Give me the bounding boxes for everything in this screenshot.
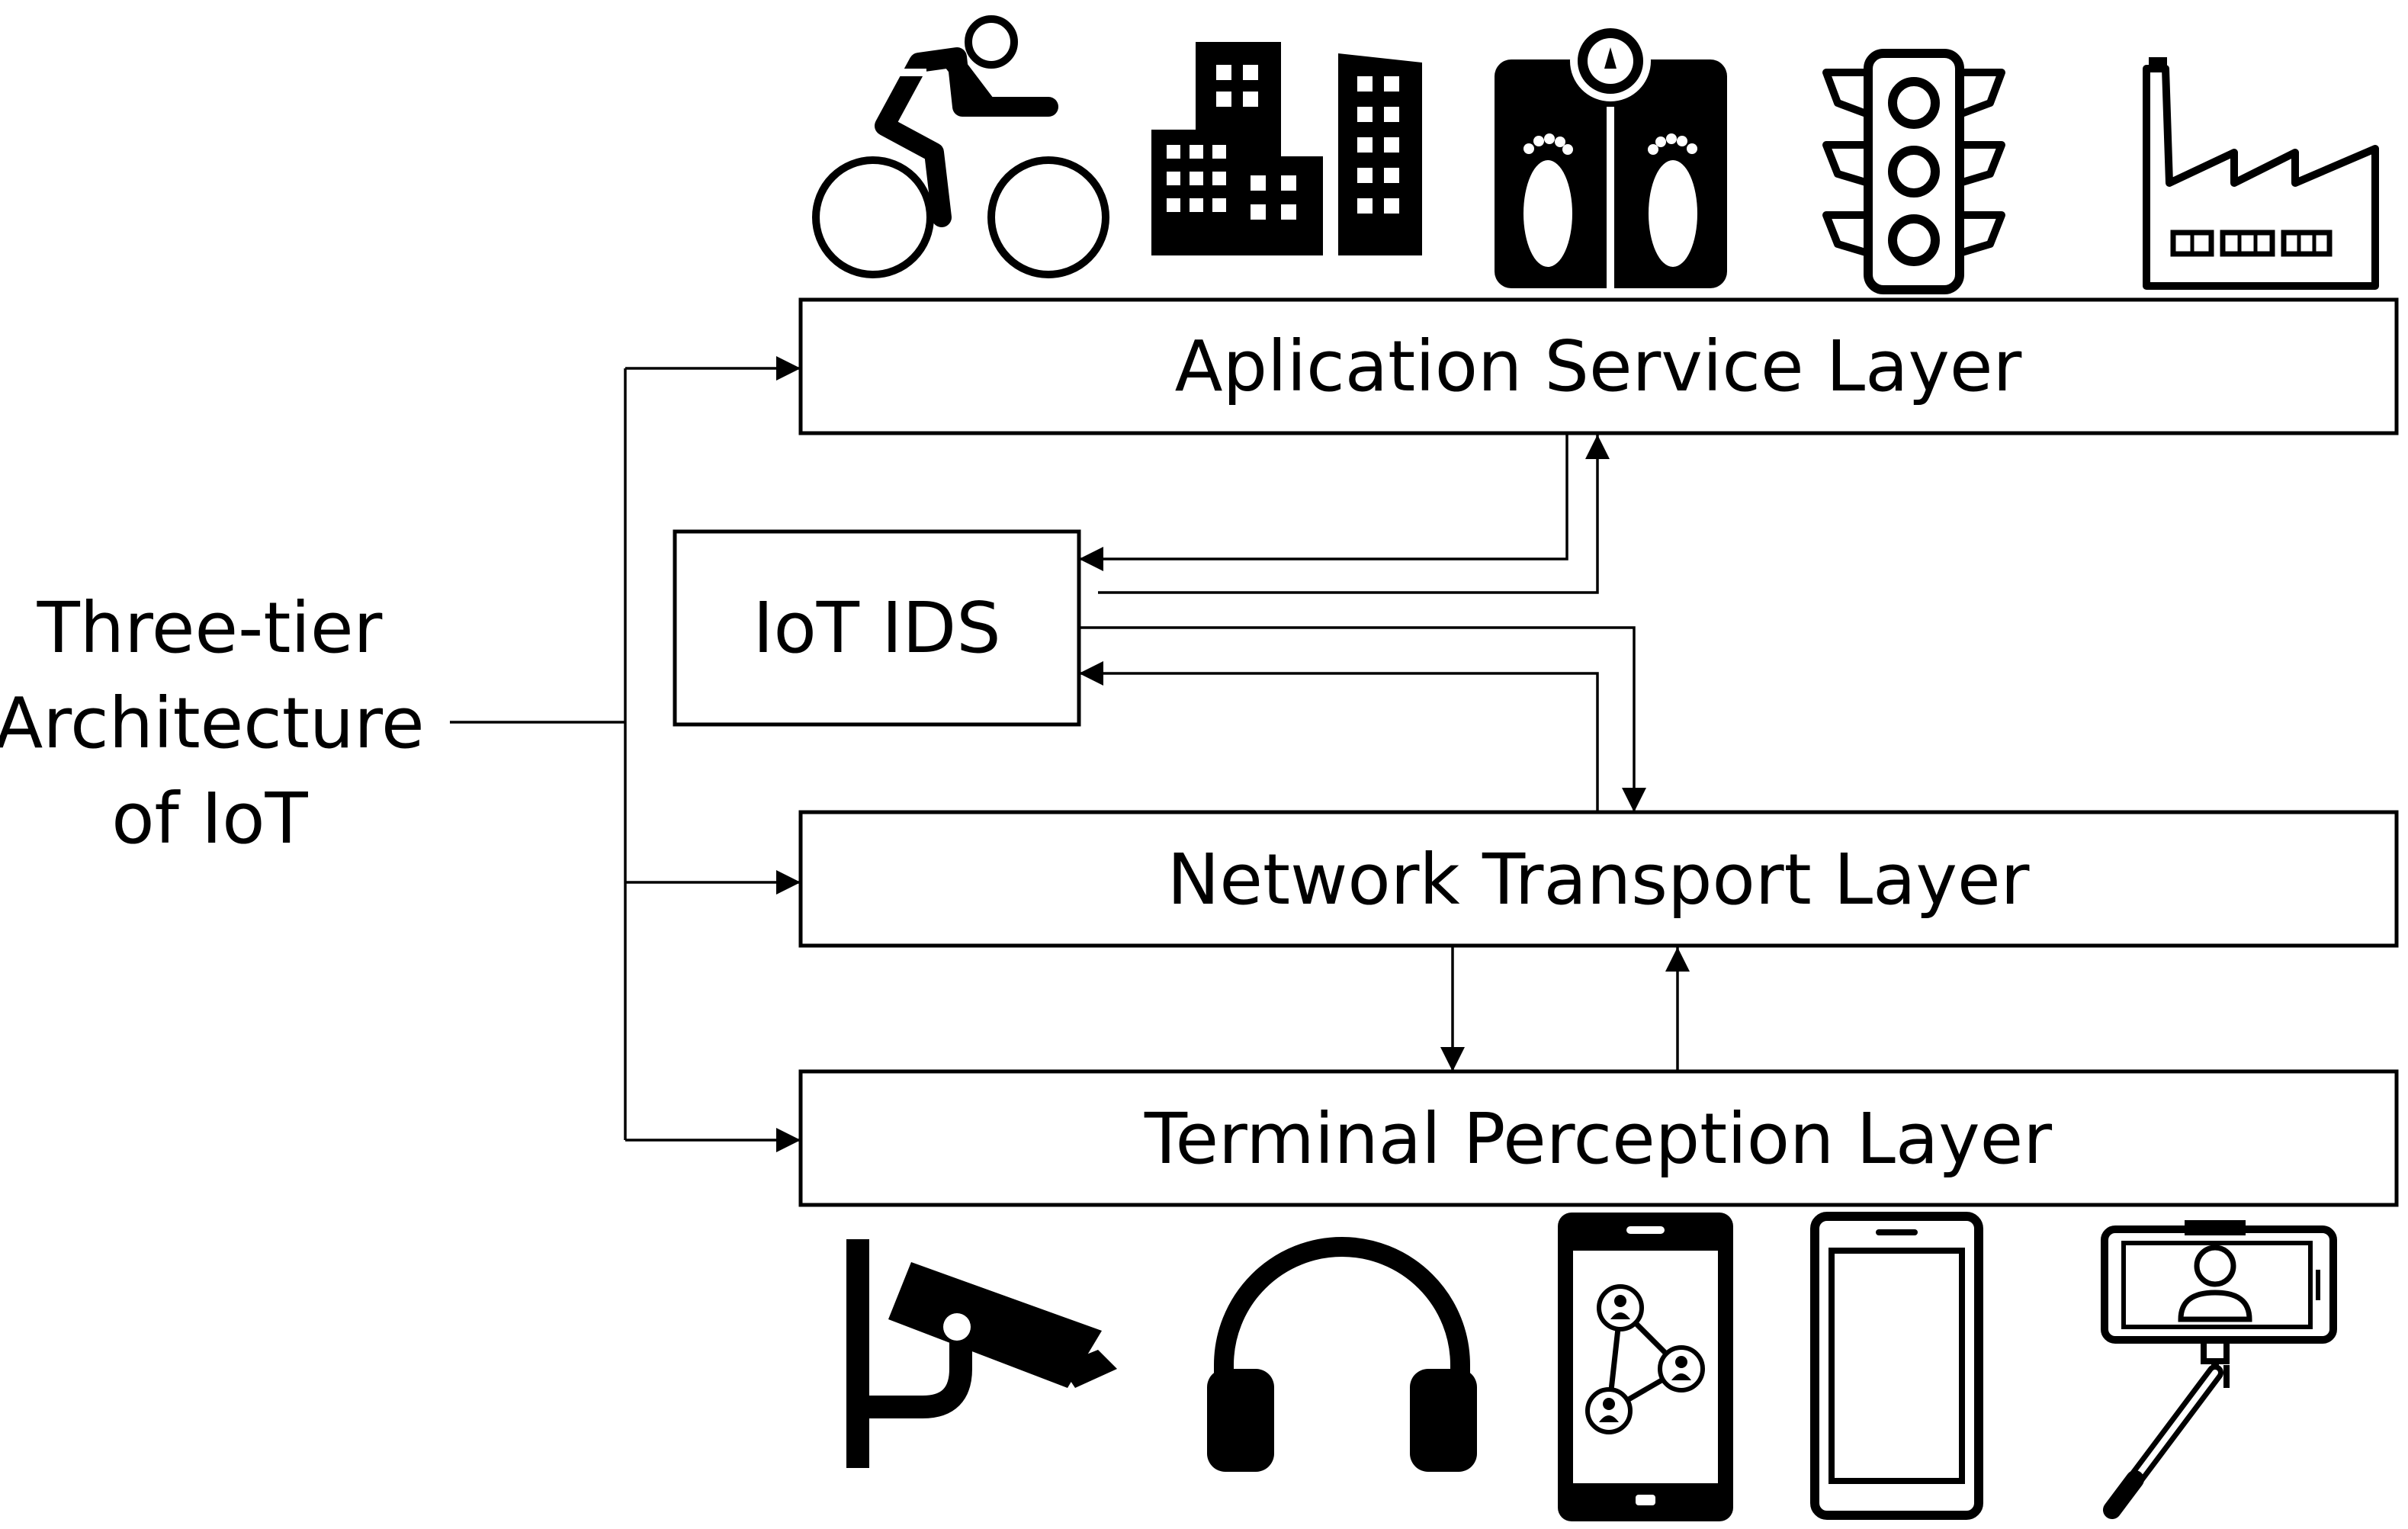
network-layer-label: Network Transport Layer <box>1167 839 2030 920</box>
svg-text:Architecture: Architecture <box>0 683 425 764</box>
svg-text:of IoT: of IoT <box>111 778 308 859</box>
cyclist-icon <box>812 15 1109 278</box>
terminal-layer-label: Terminal Perception Layer <box>1144 1098 2052 1180</box>
factory-icon <box>2143 57 2379 290</box>
tier-bracket <box>450 356 801 1152</box>
tablet-icon <box>1810 1212 1983 1520</box>
smartphone-network-icon <box>1558 1213 1733 1521</box>
security-camera-icon <box>846 1239 1117 1468</box>
three-tier-architecture-label: Three-tier Architecture of IoT <box>0 587 425 859</box>
body-scale-icon <box>1495 21 1727 288</box>
iot-ids-label: IoT IDS <box>753 587 1000 669</box>
application-layer-label: Aplication Service Layer <box>1175 326 2022 407</box>
selfie-stick-icon <box>2101 1220 2337 1519</box>
network-transport-layer: Network Transport Layer <box>798 810 2399 948</box>
headphones-icon <box>1207 1237 1477 1472</box>
ids-application-arrows <box>1079 433 1610 594</box>
network-terminal-arrows <box>1440 946 1690 1071</box>
ids-network-arrows <box>1079 626 1646 812</box>
svg-text:Three-tier: Three-tier <box>37 587 383 669</box>
iot-ids-box: IoT IDS <box>673 529 1081 727</box>
traffic-light-icon <box>1822 49 2005 294</box>
application-service-layer: Aplication Service Layer <box>798 297 2399 435</box>
city-buildings-icon <box>1151 42 1422 255</box>
terminal-perception-layer: Terminal Perception Layer <box>798 1069 2399 1207</box>
